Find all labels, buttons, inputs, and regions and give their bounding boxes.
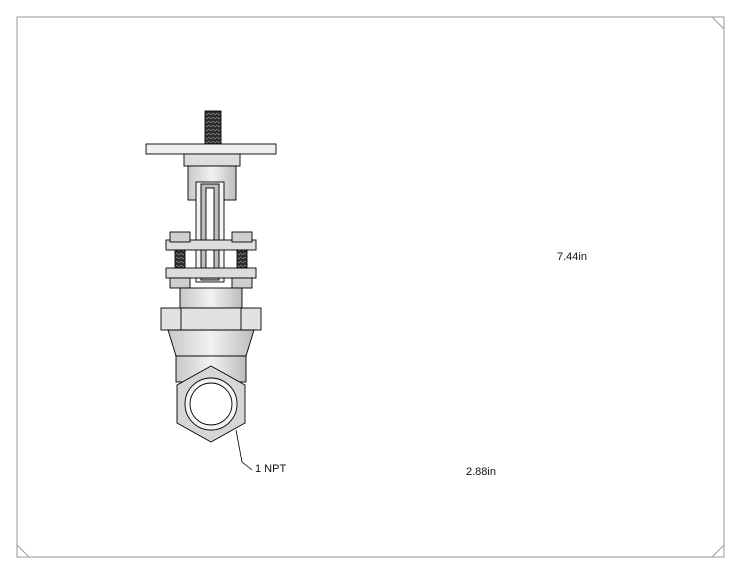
front-view xyxy=(145,110,277,443)
handwheel-plate xyxy=(145,143,277,155)
sheet-border xyxy=(16,16,725,558)
width-dimension-label: 2.88in xyxy=(466,466,496,478)
bonnet-hex xyxy=(160,307,262,331)
stem-thread xyxy=(204,110,222,145)
npt-leader xyxy=(235,429,253,471)
height-dimension-label: 7.44in xyxy=(557,251,587,263)
connection-size-label: 1 NPT xyxy=(255,463,287,475)
